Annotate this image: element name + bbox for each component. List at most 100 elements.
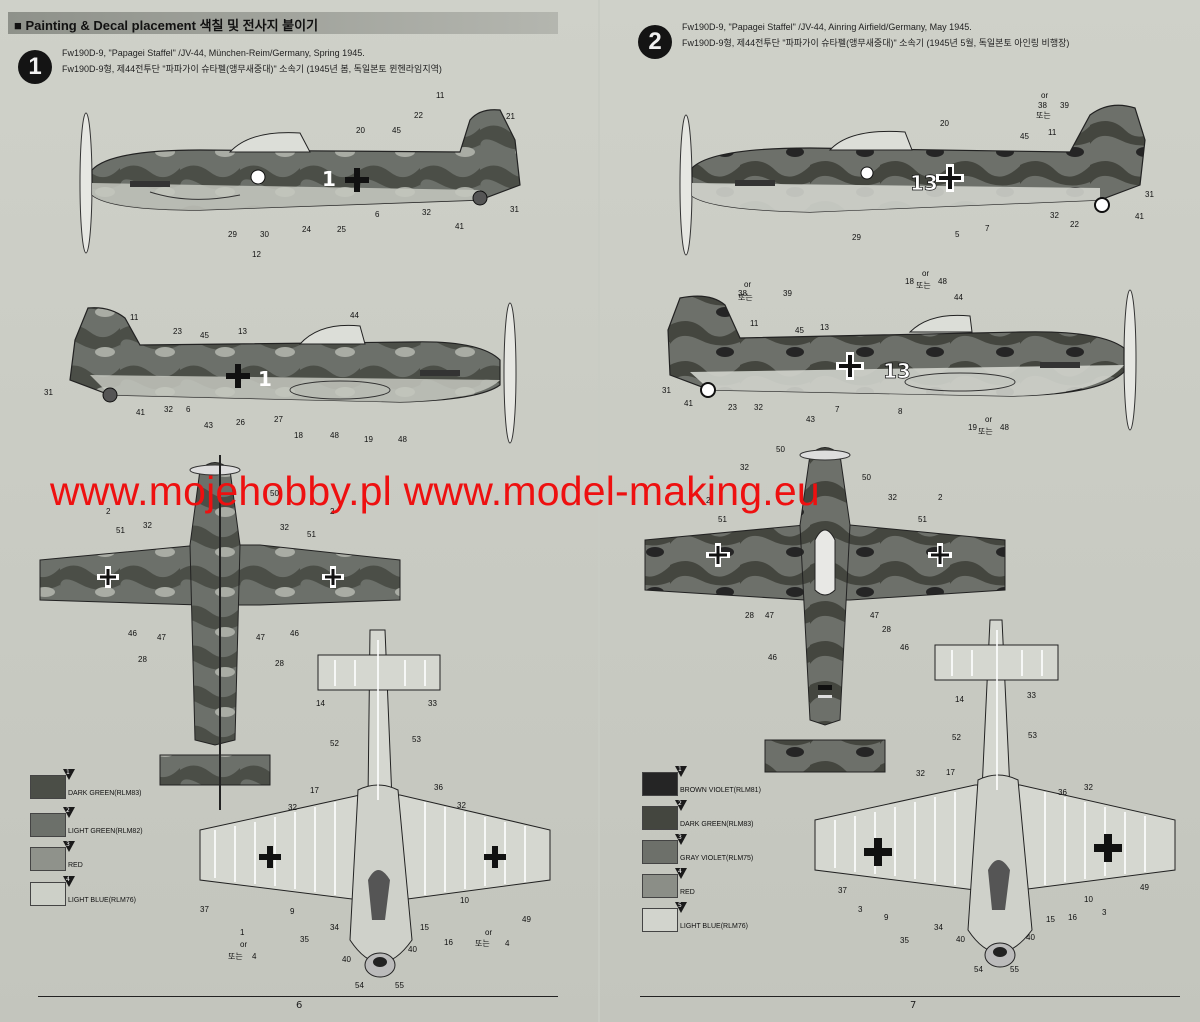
svg-text:16: 16 — [444, 938, 453, 947]
svg-text:2: 2 — [106, 507, 111, 516]
svg-text:48: 48 — [398, 435, 407, 444]
svg-text:41: 41 — [1135, 212, 1144, 221]
svg-text:28: 28 — [882, 625, 891, 634]
callout-triangle-icon: 1 — [63, 769, 75, 780]
svg-text:35: 35 — [300, 935, 309, 944]
svg-text:55: 55 — [1010, 965, 1019, 974]
svg-text:21: 21 — [506, 112, 515, 121]
svg-text:25: 25 — [337, 225, 346, 234]
svg-text:28: 28 — [138, 655, 147, 664]
svg-text:또는: 또는 — [916, 281, 931, 290]
svg-text:또는: 또는 — [1036, 111, 1051, 120]
svg-text:32: 32 — [422, 208, 431, 217]
scheme-2-bottom-view — [814, 619, 1176, 968]
svg-text:또는: 또는 — [978, 427, 993, 436]
svg-text:3: 3 — [1102, 908, 1107, 917]
svg-text:23: 23 — [728, 403, 737, 412]
svg-text:19: 19 — [968, 423, 977, 432]
svg-text:9: 9 — [884, 913, 889, 922]
scheme-1-fuselage-code: 1 — [322, 167, 336, 191]
svg-text:16: 16 — [1068, 913, 1077, 922]
svg-text:14: 14 — [955, 695, 964, 704]
svg-text:46: 46 — [768, 653, 777, 662]
svg-text:32: 32 — [457, 801, 466, 810]
svg-text:46: 46 — [900, 643, 909, 652]
svg-text:또는: 또는 — [738, 293, 753, 302]
scheme-1-title: Fw190D-9, "Papagei Staffel" /JV-44, Münc… — [62, 48, 365, 58]
svg-text:45: 45 — [795, 326, 804, 335]
svg-text:2: 2 — [706, 496, 711, 505]
balkenkreuz-icon — [226, 364, 250, 388]
svg-text:36: 36 — [434, 783, 443, 792]
svg-text:13: 13 — [820, 323, 829, 332]
scheme-2-callout-numbers: 38 or 또는 39 20 45 11 31 41 22 32 7 5 29 … — [662, 91, 1154, 974]
svg-text:34: 34 — [330, 923, 339, 932]
svg-text:22: 22 — [414, 111, 423, 120]
svg-text:34: 34 — [934, 923, 943, 932]
svg-text:35: 35 — [900, 936, 909, 945]
svg-text:53: 53 — [412, 735, 421, 744]
left-page-rule — [38, 996, 558, 997]
scheme-1-right-side-view: 1 — [69, 302, 517, 444]
svg-text:39: 39 — [1060, 101, 1069, 110]
svg-text:8: 8 — [898, 407, 903, 416]
svg-text:7: 7 — [835, 405, 840, 414]
svg-text:13: 13 — [883, 359, 911, 383]
svg-text:17: 17 — [310, 786, 319, 795]
svg-text:15: 15 — [1046, 915, 1055, 924]
svg-text:47: 47 — [157, 633, 166, 642]
svg-text:48: 48 — [330, 431, 339, 440]
balkenkreuz-icon — [864, 838, 892, 866]
svg-text:10: 10 — [1084, 895, 1093, 904]
balkenkreuz-icon — [484, 846, 506, 868]
balkenkreuz-icon — [936, 164, 964, 192]
svg-text:23: 23 — [173, 327, 182, 336]
svg-text:2: 2 — [938, 493, 943, 502]
svg-text:54: 54 — [974, 965, 983, 974]
svg-text:45: 45 — [392, 126, 401, 135]
svg-text:31: 31 — [510, 205, 519, 214]
svg-text:20: 20 — [356, 126, 365, 135]
svg-text:5: 5 — [955, 230, 960, 239]
svg-text:41: 41 — [136, 408, 145, 417]
svg-text:33: 33 — [428, 699, 437, 708]
section-title: ■ Painting & Decal placement 색칠 및 전사지 붙이… — [14, 18, 319, 33]
svg-text:49: 49 — [1140, 883, 1149, 892]
scheme-2-right-side-view: 13 — [667, 289, 1137, 431]
svg-text:32: 32 — [1050, 211, 1059, 220]
svg-text:47: 47 — [870, 611, 879, 620]
scheme-1-subtitle: Fw190D-9형, 제44전투단 "파파가이 슈타펠(앵무새중대)" 소속기 … — [62, 64, 442, 74]
callout-triangle-icon: 2 — [63, 807, 75, 818]
svg-text:28: 28 — [275, 659, 284, 668]
svg-text:or: or — [240, 940, 247, 949]
svg-text:46: 46 — [128, 629, 137, 638]
svg-text:12: 12 — [252, 250, 261, 259]
watermark-text: www.mojehobby.pl www.model-making.eu — [50, 468, 820, 514]
svg-text:14: 14 — [316, 699, 325, 708]
svg-text:39: 39 — [783, 289, 792, 298]
svg-text:28: 28 — [745, 611, 754, 620]
scheme-2-subtitle: Fw190D-9형, 제44전투단 "파파가이 슈타펠(앵무새중대)" 소속기 … — [682, 38, 1070, 48]
scheme-1-bottom-view — [199, 629, 551, 978]
svg-text:4: 4 — [505, 939, 510, 948]
svg-text:53: 53 — [1028, 731, 1037, 740]
svg-text:47: 47 — [765, 611, 774, 620]
callout-triangle-icon: 1 — [675, 766, 687, 777]
callout-triangle-icon: 5 — [675, 902, 687, 913]
svg-text:32: 32 — [143, 521, 152, 530]
svg-text:15: 15 — [420, 923, 429, 932]
svg-text:10: 10 — [460, 896, 469, 905]
svg-text:31: 31 — [662, 386, 671, 395]
svg-text:47: 47 — [256, 633, 265, 642]
svg-text:29: 29 — [228, 230, 237, 239]
svg-text:32: 32 — [754, 403, 763, 412]
svg-text:6: 6 — [186, 405, 191, 414]
svg-text:24: 24 — [302, 225, 311, 234]
svg-text:or: or — [985, 415, 992, 424]
scheme-1-top-view — [39, 455, 401, 810]
page-number-left: 6 — [296, 1000, 303, 1011]
svg-text:32: 32 — [888, 493, 897, 502]
svg-text:27: 27 — [274, 415, 283, 424]
svg-text:11: 11 — [436, 91, 445, 100]
svg-text:32: 32 — [280, 523, 289, 532]
